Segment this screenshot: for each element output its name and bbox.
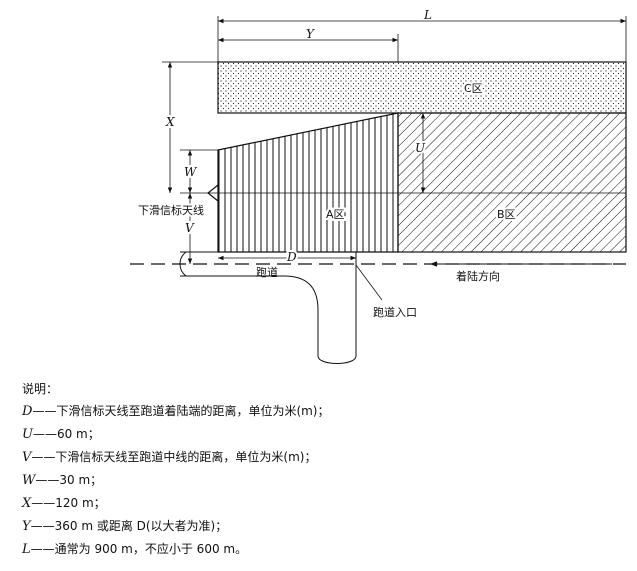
legend-symbol: W <box>22 473 36 488</box>
legend-text: ——30 m； <box>35 473 103 487</box>
dim-label-u: U <box>415 141 426 155</box>
legend-item-l: L——通常为 900 m，不应小于 600 m。 <box>22 538 330 561</box>
legend-title: 说明： <box>22 382 59 396</box>
runway-label: 跑道 <box>256 265 278 279</box>
dim-label-y: Y <box>306 27 315 41</box>
zone-c <box>217 61 627 114</box>
legend-symbol: D <box>22 404 33 419</box>
zone-a-label: A区 <box>326 208 345 221</box>
legend-text: ——120 m； <box>31 496 106 510</box>
legend: 说明： D——下滑信标天线至跑道着陆端的距离，单位为米(m)； U——60 m；… <box>22 378 330 561</box>
landing-direction-label: 着陆方向 <box>456 269 500 283</box>
antenna-symbol <box>207 184 219 202</box>
legend-symbol: L <box>22 542 31 557</box>
protection-zone-diagram: C区 A区 B区 L Y X W V U 下滑信标天线 跑道 D 跑道入口 着陆… <box>130 8 627 364</box>
antenna-label: 下滑信标天线 <box>138 203 204 217</box>
legend-text: ——360 m 或距离 D(以大者为准)； <box>30 519 228 533</box>
dim-label-w: W <box>184 165 198 179</box>
legend-item-d: D——下滑信标天线至跑道着陆端的距离，单位为米(m)； <box>22 400 330 423</box>
legend-text: ——通常为 900 m，不应小于 600 m。 <box>30 542 248 556</box>
zone-a <box>217 112 399 253</box>
legend-item-v: V——下滑信标天线至跑道中线的距离，单位为米(m)； <box>22 446 330 469</box>
legend-symbol: X <box>22 496 32 511</box>
legend-item-x: X——120 m； <box>22 492 330 515</box>
runway-entrance-label: 跑道入口 <box>373 305 417 319</box>
legend-symbol: Y <box>22 519 31 534</box>
runway-entrance-leader <box>355 264 383 301</box>
legend-item-w: W——30 m； <box>22 469 330 492</box>
dim-label-l: L <box>423 8 432 22</box>
dim-label-x: X <box>165 115 175 129</box>
legend-text: ——60 m； <box>32 427 100 441</box>
taxiway <box>283 252 357 364</box>
zone-c-label: C区 <box>464 82 483 95</box>
legend-symbol: V <box>22 450 32 465</box>
legend-item-y: Y——360 m 或距离 D(以大者为准)； <box>22 515 330 538</box>
dim-label-v: V <box>185 221 195 235</box>
legend-text: ——下滑信标天线至跑道着陆端的距离，单位为米(m)； <box>32 404 330 418</box>
legend-symbol: U <box>22 427 33 442</box>
runway-end <box>179 251 187 277</box>
legend-item-u: U——60 m； <box>22 423 330 446</box>
dim-label-d: D <box>286 250 297 264</box>
legend-text: ——下滑信标天线至跑道中线的距离，单位为米(m)； <box>31 450 317 464</box>
zone-b-label: B区 <box>497 208 516 221</box>
zone-b <box>397 112 627 253</box>
